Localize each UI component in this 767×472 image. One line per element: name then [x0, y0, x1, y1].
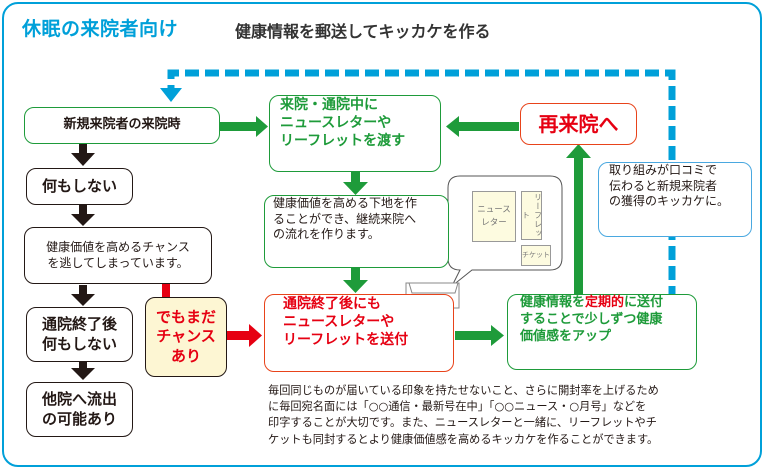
after-visit-box: 通院終了後 何もしない [26, 307, 133, 362]
note-line1: 毎回同じものが届いている印象を持たせないこと、さらに開封率を上げるため [268, 384, 659, 397]
new-visit-label: 新規来院者の来院時 [63, 117, 181, 133]
periodic-highlight: 定期的 [585, 295, 625, 310]
mail-line2: ニュースレターや [283, 314, 395, 331]
word-of-mouth-box: 取り組みが口コミで 伝わると新規来院者 の獲得のキッカケに。 [598, 162, 752, 237]
word-of-mouth-line2: 伝わると新規来院者 [609, 178, 718, 193]
hand-out-line3: リーフレットを渡す [280, 133, 406, 150]
hand-out-line1: 来院・通院中に [280, 97, 378, 113]
mail-line1: 通院終了後にも [283, 296, 381, 312]
periodic-line2: することで少しずつ健康 [520, 311, 663, 327]
black-arrow-4 [71, 361, 95, 380]
revisit-box: 再来院へ [520, 103, 637, 145]
do-nothing-box: 何もしない [26, 168, 133, 205]
green-arrow-to-periodic [455, 325, 504, 346]
note-line3: 印字することが大切です。また、ニュースレターと一緒に、リーフレットやチ [268, 416, 657, 430]
miss-chance-line2: を逃してしまっています。 [47, 255, 189, 270]
foundation-line3: の流れを作ります。 [273, 227, 380, 242]
green-arrow-from-revisit [446, 116, 519, 137]
ticket-item: チケット [521, 245, 551, 266]
new-visit-box: 新規来院者の来院時 [24, 107, 220, 144]
periodic-line1-pre: 健康情報を [520, 295, 586, 310]
do-nothing-label: 何もしない [41, 176, 117, 195]
after-visit-line2: 何もしない [41, 334, 117, 353]
page-subtitle: 健康情報を郵送してキッカケを作る [235, 22, 491, 41]
diagram-frame [2, 2, 762, 467]
foundation-line2: ることができ、継続来院へ [273, 211, 417, 226]
leaflet-item: リーフレット [521, 191, 543, 240]
hand-out-box: 来院・通院中に ニュースレターや リーフレットを渡す [269, 95, 441, 172]
revisit-label: 再来院へ [538, 112, 619, 136]
newsletter-line2: レター [481, 217, 507, 228]
mail-box: 通院終了後にも ニュースレターや リーフレットを送付 [264, 294, 454, 372]
newsletter-item: ニュース レター [472, 191, 516, 242]
green-arrow-down-2 [343, 268, 368, 293]
word-of-mouth-line1: 取り組みが口コミで [609, 163, 718, 177]
green-arrow-down-1 [343, 172, 368, 195]
chance-box: でもまだ チャンス あり [145, 297, 227, 377]
periodic-line3: 価値感をアップ [520, 328, 612, 344]
chance-line3: あり [170, 346, 201, 365]
leaflet-label: リーフレット [521, 193, 543, 238]
red-connector [162, 283, 170, 297]
foundation-box: 健康価値を高める下地を作 ることができ、継続来院へ の流れを作ります。 [264, 195, 449, 268]
periodic-line1: 健康情報を定期的に送付 [520, 295, 663, 312]
black-arrow-1 [71, 143, 95, 166]
ticket-label: チケット [522, 251, 550, 260]
green-arrow-up-revisit [566, 144, 591, 294]
periodic-box: 健康情報を定期的に送付 することで少しずつ健康 価値感をアップ [507, 294, 697, 370]
mail-line3: リーフレットを送付 [283, 332, 409, 349]
miss-chance-box: 健康価値を高めるチャンス を逃してしまっています。 [24, 227, 212, 284]
after-visit-line1: 通院終了後 [41, 315, 117, 333]
black-arrow-3 [71, 285, 95, 306]
page-title: 休眠の来院者向け [22, 18, 179, 40]
red-arrow-to-mail [227, 324, 262, 347]
word-of-mouth-line3: の獲得のキッカケに。 [609, 194, 730, 209]
outflow-box: 他院へ流出 の可能あり [26, 382, 133, 437]
chance-line1: でもまだ [155, 307, 216, 326]
miss-chance-line1: 健康価値を高めるチャンス [46, 239, 190, 254]
chance-line2: チャンス [156, 327, 216, 346]
black-arrow-2 [71, 205, 95, 226]
feedback-arrowhead [160, 88, 182, 102]
outflow-line1: 他院へ流出 [41, 390, 117, 408]
outflow-line2: の可能あり [41, 409, 117, 428]
note-line2: に毎回宛名面には「○○通信・最新号在中」「○○ニュース・○月号」などを [268, 400, 647, 414]
periodic-line1-post: に送付 [624, 295, 664, 310]
hand-out-line2: ニュースレターや [280, 115, 392, 132]
foundation-line1: 健康価値を高める下地を作 [273, 196, 418, 210]
newsletter-line1: ニュース [477, 204, 511, 215]
green-arrow-to-handout [220, 116, 268, 137]
note-line4: ケットも同封するとより健康価値感を高めるキッカケを作ることができます。 [268, 432, 659, 446]
explanation-note: 毎回同じものが届いている印象を持たせないこと、さらに開封率を上げるため に毎回宛… [268, 383, 758, 448]
